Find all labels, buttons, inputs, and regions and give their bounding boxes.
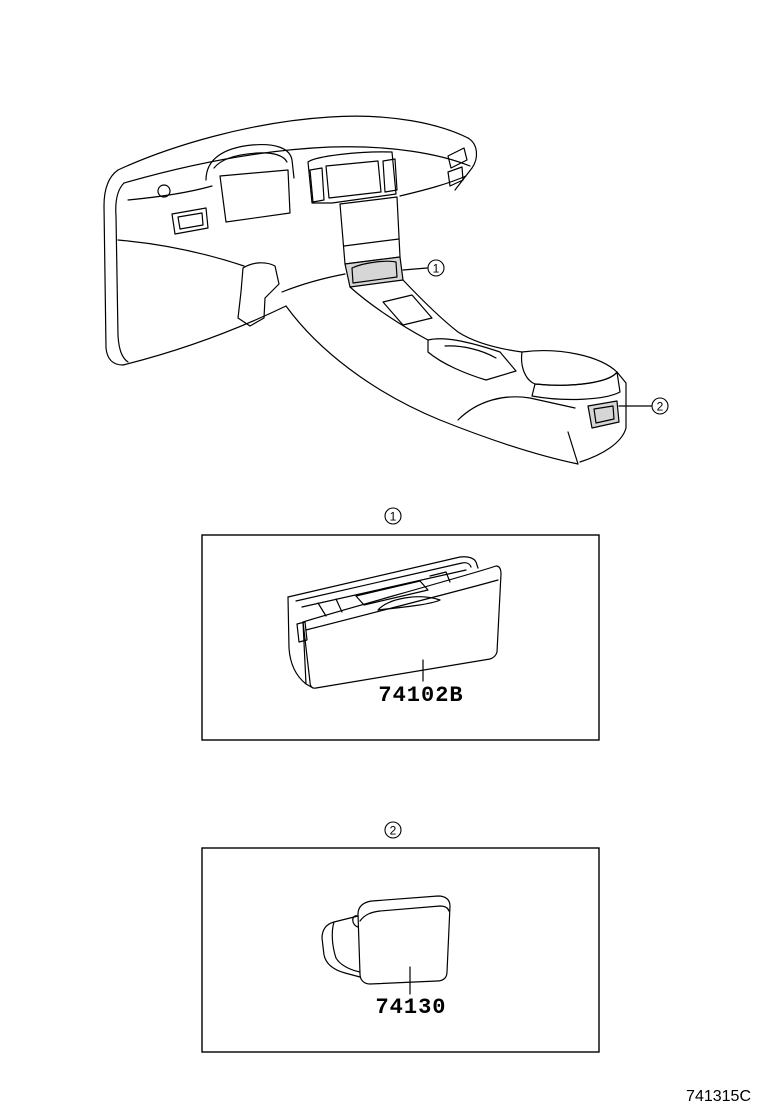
- ashtray-inner-tray: [355, 580, 429, 606]
- front-ashtray-location-inner: [351, 260, 398, 284]
- knee-bolster: [237, 262, 280, 327]
- left-vent: [171, 207, 209, 235]
- view-2-frame: [201, 847, 600, 1053]
- view-2-number: 2: [390, 824, 397, 838]
- right-vent-upper: [447, 147, 468, 169]
- rear-ashtray-top-bevel: [359, 905, 450, 922]
- view-1-number: 1: [390, 510, 397, 524]
- view-1-part-number: 74102B: [378, 683, 463, 708]
- view-1-label: 1: [384, 507, 402, 525]
- shifter-gate-inner: [444, 345, 497, 359]
- view-1-frame: [201, 534, 600, 741]
- ashtray-front-flap: [302, 565, 502, 689]
- rear-ashtray-tab: [352, 915, 359, 928]
- callout-1-circle: [427, 259, 445, 277]
- left-vent-inner: [177, 212, 204, 230]
- front-ashtray-drawing: [287, 556, 502, 689]
- figure-id: 741315C: [686, 1088, 751, 1105]
- center-display-screen: [325, 160, 382, 199]
- ashtray-divider-1: [317, 602, 327, 617]
- view-1-circle: [384, 507, 402, 525]
- left-round-vent: [157, 184, 171, 198]
- dash-lower-edge: [122, 305, 287, 366]
- dash-top-edge: [117, 115, 469, 171]
- armrest-front: [531, 371, 621, 401]
- view-2-circle: [384, 821, 402, 839]
- view-2: 2 74130: [201, 821, 600, 1053]
- ashtray-flap-edge: [305, 579, 499, 631]
- ashtray-left-clip: [296, 621, 308, 643]
- dash-face-line-right: [399, 175, 467, 197]
- dash-face-line-center: [281, 273, 346, 293]
- ashtray-divider-2: [335, 598, 343, 613]
- console-top-left-edge: [349, 286, 429, 341]
- center-stack-line: [343, 238, 400, 247]
- rear-ashtray-location-inner: [593, 405, 615, 424]
- view-2-label: 2: [384, 821, 402, 839]
- callout-2: 2: [651, 397, 669, 415]
- center-display-bezel: [307, 151, 397, 204]
- rear-ashtray-body-inner: [331, 921, 361, 973]
- gauge-cluster-inner: [213, 152, 288, 169]
- console-rear-end: [579, 371, 627, 463]
- ashtray-finger-grip: [377, 596, 441, 611]
- console-top-right-edge: [402, 279, 523, 353]
- rear-ashtray-location: [587, 400, 620, 429]
- gauge-cluster-hood: [205, 143, 295, 181]
- callout-1-leader: [402, 267, 428, 271]
- callout-2-circle: [651, 397, 669, 415]
- dash-right-end: [454, 137, 478, 191]
- shift-tray: [382, 294, 433, 326]
- ashtray-divider-3: [429, 571, 451, 583]
- dash-face-line-left: [127, 185, 213, 201]
- ashtray-inner-rim: [295, 562, 472, 602]
- center-vent-right: [382, 158, 398, 193]
- view-1: 1 74102B: [201, 507, 600, 741]
- callout-2-number: 2: [657, 400, 664, 414]
- console-rear-corner: [567, 431, 579, 465]
- dashboard-console-illustration: [103, 115, 652, 465]
- shifter-gate: [427, 338, 517, 381]
- right-vent-lower: [447, 166, 464, 187]
- dash-left-end-inner: [115, 182, 129, 363]
- console-side-line: [457, 396, 576, 421]
- rear-ashtray-body: [321, 915, 361, 978]
- dash-left-end-panel: [103, 169, 124, 366]
- ashtray-flap-side: [302, 621, 307, 685]
- callout-1-number: 1: [433, 262, 440, 276]
- gauge-cluster-opening: [219, 169, 291, 223]
- ashtray-back-rim: [287, 556, 479, 598]
- callout-1: 1: [427, 259, 445, 277]
- view-2-part-number: 74130: [375, 995, 446, 1020]
- ashtray-inner-floor: [301, 569, 467, 608]
- dash-lower-face-edge: [117, 239, 245, 267]
- dash-upper-face-edge: [123, 146, 471, 184]
- center-vent-left: [309, 167, 325, 203]
- center-stack: [339, 196, 401, 265]
- rear-ashtray-drawing: [321, 895, 451, 995]
- console-bottom-edge: [285, 305, 579, 465]
- rear-ashtray-front-face: [357, 895, 451, 985]
